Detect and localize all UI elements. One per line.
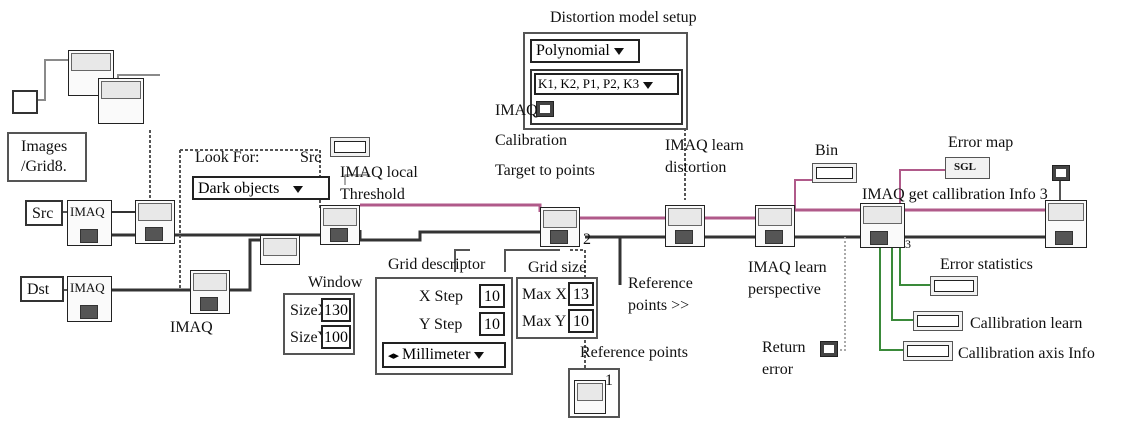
reference-points-icon [574, 380, 606, 414]
error-map-indicator: SGL [945, 157, 990, 179]
images-path-line1: Images [21, 138, 68, 155]
imaq-calibration-line2: Calibration [495, 132, 567, 149]
bin-indicator-icon [812, 163, 857, 183]
imaq-learn-perspective-line1: IMAQ learn [748, 259, 827, 276]
reference-points-array: 1 [568, 368, 620, 418]
calibration-output-index: 2 [583, 231, 591, 248]
imaq-learn-perspective-line2: perspective [748, 281, 821, 298]
bin-label: Bin [815, 142, 839, 159]
imaq-learn-distortion-line1: IMAQ learn [665, 137, 744, 154]
dropdown-arrow-icon [293, 185, 304, 193]
coefficients-array: K1, K2, P1, P2, K3 [530, 69, 683, 125]
y-step-label: Y Step [419, 316, 463, 333]
grid-descriptor-label: Grid descriptor [388, 256, 486, 273]
max-y-value[interactable]: 10 [568, 309, 594, 333]
imaq-calibration-line1: IMAQ [495, 102, 538, 119]
dropdown-arrow-icon [474, 351, 485, 359]
sgl-text: SGL [954, 161, 977, 173]
true-constant-icon [1052, 165, 1070, 181]
callibration-axis-info-label: Callibration axis Info [958, 345, 1095, 362]
window-unbundle-icon [260, 235, 300, 265]
window-label: Window [308, 274, 363, 291]
images-path-line2: /Grid8. [21, 158, 67, 175]
imaq-copy-icon [190, 270, 230, 314]
reference-points-out-line1: Reference [628, 275, 693, 292]
polynomial-dropdown[interactable]: Polynomial [530, 39, 640, 63]
polynomial-value: Polynomial [536, 42, 610, 59]
imaq-learn-distortion-icon [665, 205, 705, 247]
imaq-create-dst-label: IMAQ [70, 280, 105, 295]
src-text: Src [32, 205, 54, 222]
grid-descriptor-cluster: X Step 10 Y Step 10 ◂▸Millimeter [375, 277, 513, 375]
imaq-create-dst-icon: IMAQ [67, 276, 112, 322]
dst-text: Dst [27, 281, 50, 298]
max-y-label: Max Y [522, 313, 567, 330]
src-string-constant: Src [25, 200, 63, 226]
return-error-line2: error [762, 361, 794, 378]
strip-path-icon [98, 78, 144, 124]
imaq-calibration-line3: Target to points [495, 162, 595, 179]
dropdown-arrow-icon [613, 47, 624, 55]
imaq-get-calibration-info-label: IMAQ get callibration Info 3 [862, 186, 1048, 203]
src-label-2: Src [300, 149, 322, 166]
imaq-local-threshold-icon [320, 205, 360, 245]
reference-points-out-line2: points >> [628, 297, 690, 314]
ring-arrows-icon: ◂▸ [388, 350, 400, 362]
window-cluster: SizeX 130 SizeY 100 [283, 293, 355, 355]
imaq-learn-perspective-icon [755, 205, 795, 247]
error-statistics-indicator [930, 276, 978, 296]
src-local-variable-icon [330, 137, 370, 157]
error-statistics-label: Error statistics [940, 256, 1033, 273]
reference-points-index: 1 [605, 372, 613, 389]
error-map-label: Error map [948, 134, 1014, 151]
callibration-axis-info-indicator [903, 341, 953, 361]
sizex-value[interactable]: 130 [321, 298, 351, 322]
path-constant-icon [12, 90, 38, 114]
x-step-value[interactable]: 10 [479, 284, 505, 308]
reference-points-label: Reference points [580, 344, 688, 361]
distortion-model-setup-label: Distortion model setup [550, 9, 697, 26]
imaq-create-src-icon: IMAQ [67, 200, 112, 246]
coefficients-dropdown[interactable]: K1, K2, P1, P2, K3 [534, 73, 679, 95]
sizey-value[interactable]: 100 [321, 325, 351, 349]
max-x-value[interactable]: 13 [568, 282, 594, 306]
imaq-calibration-icon [540, 207, 580, 247]
images-path-constant: Images /Grid8. [7, 132, 87, 182]
info-output-index: 3 [905, 237, 911, 251]
millimeter-value: Millimeter [402, 346, 471, 363]
max-x-label: Max X [522, 286, 567, 303]
sizex-label: SizeX [290, 302, 330, 319]
return-error-line1: Return [762, 339, 806, 356]
imaq-learn-distortion-line2: distortion [665, 159, 727, 176]
x-step-label: X Step [419, 288, 463, 305]
grid-size-label: Grid size [528, 259, 587, 276]
imaq-dispose-icon [1045, 200, 1087, 248]
coefficients-value: K1, K2, P1, P2, K3 [538, 76, 640, 91]
look-for-dropdown[interactable]: Dark objects [192, 176, 330, 200]
boolean-constant-icon [536, 101, 554, 117]
distortion-model-cluster: Polynomial K1, K2, P1, P2, K3 [523, 32, 688, 130]
y-step-value[interactable]: 10 [479, 312, 505, 336]
imaq-read-file-icon [135, 200, 175, 244]
imaq-local-threshold-line1: IMAQ local [340, 164, 418, 181]
callibration-learn-label: Callibration learn [970, 315, 1083, 332]
imaq-create-src-label: IMAQ [70, 204, 105, 219]
imaq-get-calibration-info-icon [860, 203, 905, 248]
look-for-label: Look For: [195, 149, 260, 166]
callibration-learn-indicator [913, 311, 963, 331]
imaq-local-threshold-line2: Threshold [340, 186, 405, 203]
dropdown-arrow-icon [643, 81, 654, 89]
return-error-constant-icon[interactable] [820, 341, 838, 357]
imaq-bottom-label: IMAQ [170, 319, 213, 336]
units-dropdown[interactable]: ◂▸Millimeter [382, 342, 506, 368]
dark-objects-value: Dark objects [198, 180, 280, 197]
dst-string-constant: Dst [20, 276, 64, 302]
grid-size-cluster: Max X 13 Max Y 10 [516, 277, 598, 339]
sizey-label: SizeY [290, 329, 330, 346]
